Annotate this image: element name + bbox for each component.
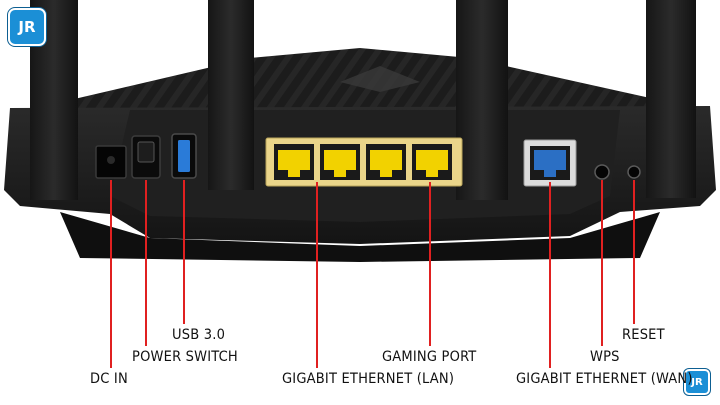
- lan-port: [274, 144, 314, 180]
- label-reset: RESET: [622, 327, 665, 343]
- label-usb: USB 3.0: [172, 327, 226, 343]
- antenna-center-left: [208, 0, 254, 190]
- antenna-center-right: [456, 0, 508, 200]
- wan-port: [523, 139, 577, 187]
- label-gaming-port: GAMING PORT: [382, 349, 477, 365]
- antenna-right: [646, 0, 696, 198]
- lan-port-block: [265, 137, 463, 187]
- label-lan: GIGABIT ETHERNET (LAN): [282, 371, 455, 387]
- gaming-lan-port: [412, 144, 452, 180]
- label-wps: WPS: [590, 349, 620, 365]
- label-dc-in: DC IN: [90, 371, 128, 387]
- label-wan: GIGABIT ETHERNET (WAN): [516, 371, 693, 387]
- label-power-switch: POWER SWITCH: [132, 349, 238, 365]
- router-top: [70, 48, 650, 112]
- reset-button: [627, 165, 641, 179]
- dc-in-port: [95, 145, 127, 179]
- lan-port: [320, 144, 360, 180]
- jr-logo-small-icon: JR: [684, 369, 710, 395]
- antennas: [30, 0, 696, 200]
- usb-port: [171, 133, 197, 179]
- power-switch: [131, 135, 161, 179]
- lan-port: [366, 144, 406, 180]
- jr-logo-icon: JR: [8, 8, 46, 46]
- pointer-lines: [110, 180, 635, 368]
- wps-button: [594, 164, 610, 180]
